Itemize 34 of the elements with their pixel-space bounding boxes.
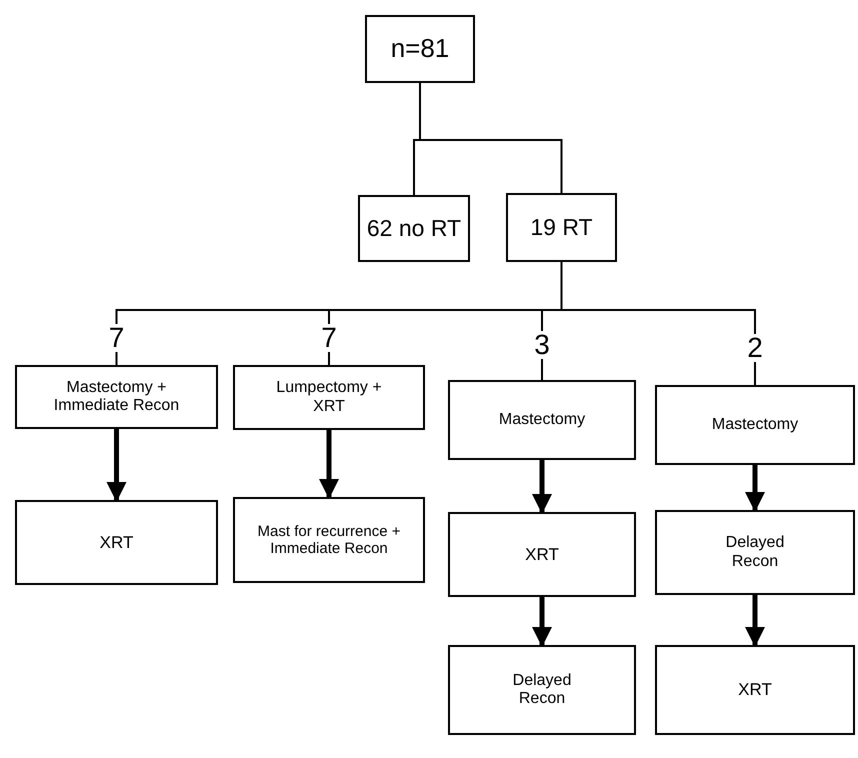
arrow	[532, 597, 552, 647]
process-box	[358, 195, 470, 262]
process-box	[506, 193, 617, 262]
process-box	[365, 15, 475, 83]
box-label: Mastectomy	[712, 416, 798, 434]
process-box	[655, 510, 855, 595]
box-label: Mastectomy	[498, 410, 586, 430]
box-label: Mastectomy + Immediate Recon	[52, 378, 180, 416]
box-label: Delayed Recon	[512, 672, 572, 708]
connector-line	[419, 83, 562, 193]
arrow	[319, 430, 339, 499]
process-box	[448, 380, 636, 460]
box-label: XRT	[738, 680, 772, 700]
box-label: Delayed Recon	[724, 534, 786, 571]
arrow	[745, 595, 765, 647]
process-box	[655, 385, 855, 465]
box-label: XRT	[100, 532, 134, 552]
process-box	[15, 365, 218, 429]
arrow	[106, 429, 126, 502]
box-label: 62 no RT	[366, 215, 462, 242]
process-box	[233, 365, 425, 430]
process-box	[448, 645, 636, 735]
box-label: n=81	[390, 34, 450, 64]
process-box	[448, 512, 636, 597]
box-label: Lumpectomy + XRT	[275, 379, 383, 416]
box-label: XRT	[525, 544, 559, 564]
box-label: 19 RT	[530, 214, 593, 241]
process-box	[233, 497, 425, 583]
connector-line	[560, 262, 756, 385]
arrow	[745, 465, 765, 512]
box-label: Mast for recurrence + Immediate Recon	[256, 522, 402, 558]
arrow	[532, 460, 552, 514]
process-box	[15, 500, 218, 585]
process-box	[655, 645, 855, 735]
